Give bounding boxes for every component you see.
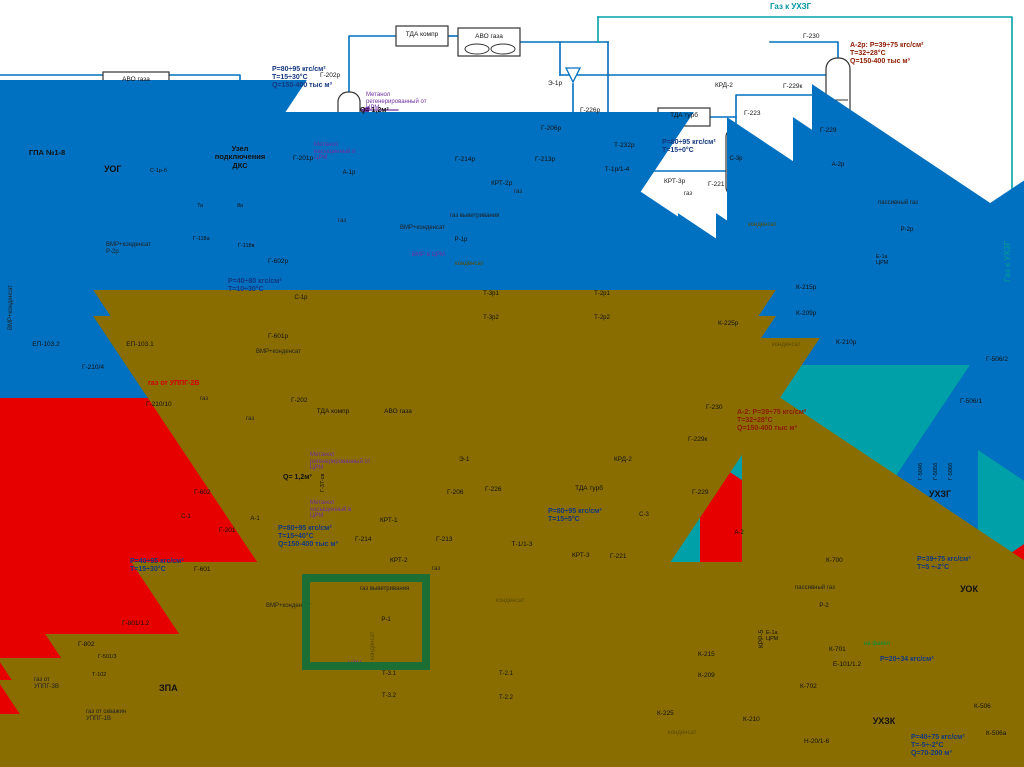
valves: [0, 80, 1024, 767]
fan-icon: [490, 43, 516, 55]
valve-k506-icon: [253, 712, 936, 767]
tda-compressor-top: [395, 25, 449, 47]
avo-gas-top: [457, 27, 521, 57]
fan-icon: [464, 43, 490, 55]
ejector-e1r-icon: [564, 67, 582, 84]
